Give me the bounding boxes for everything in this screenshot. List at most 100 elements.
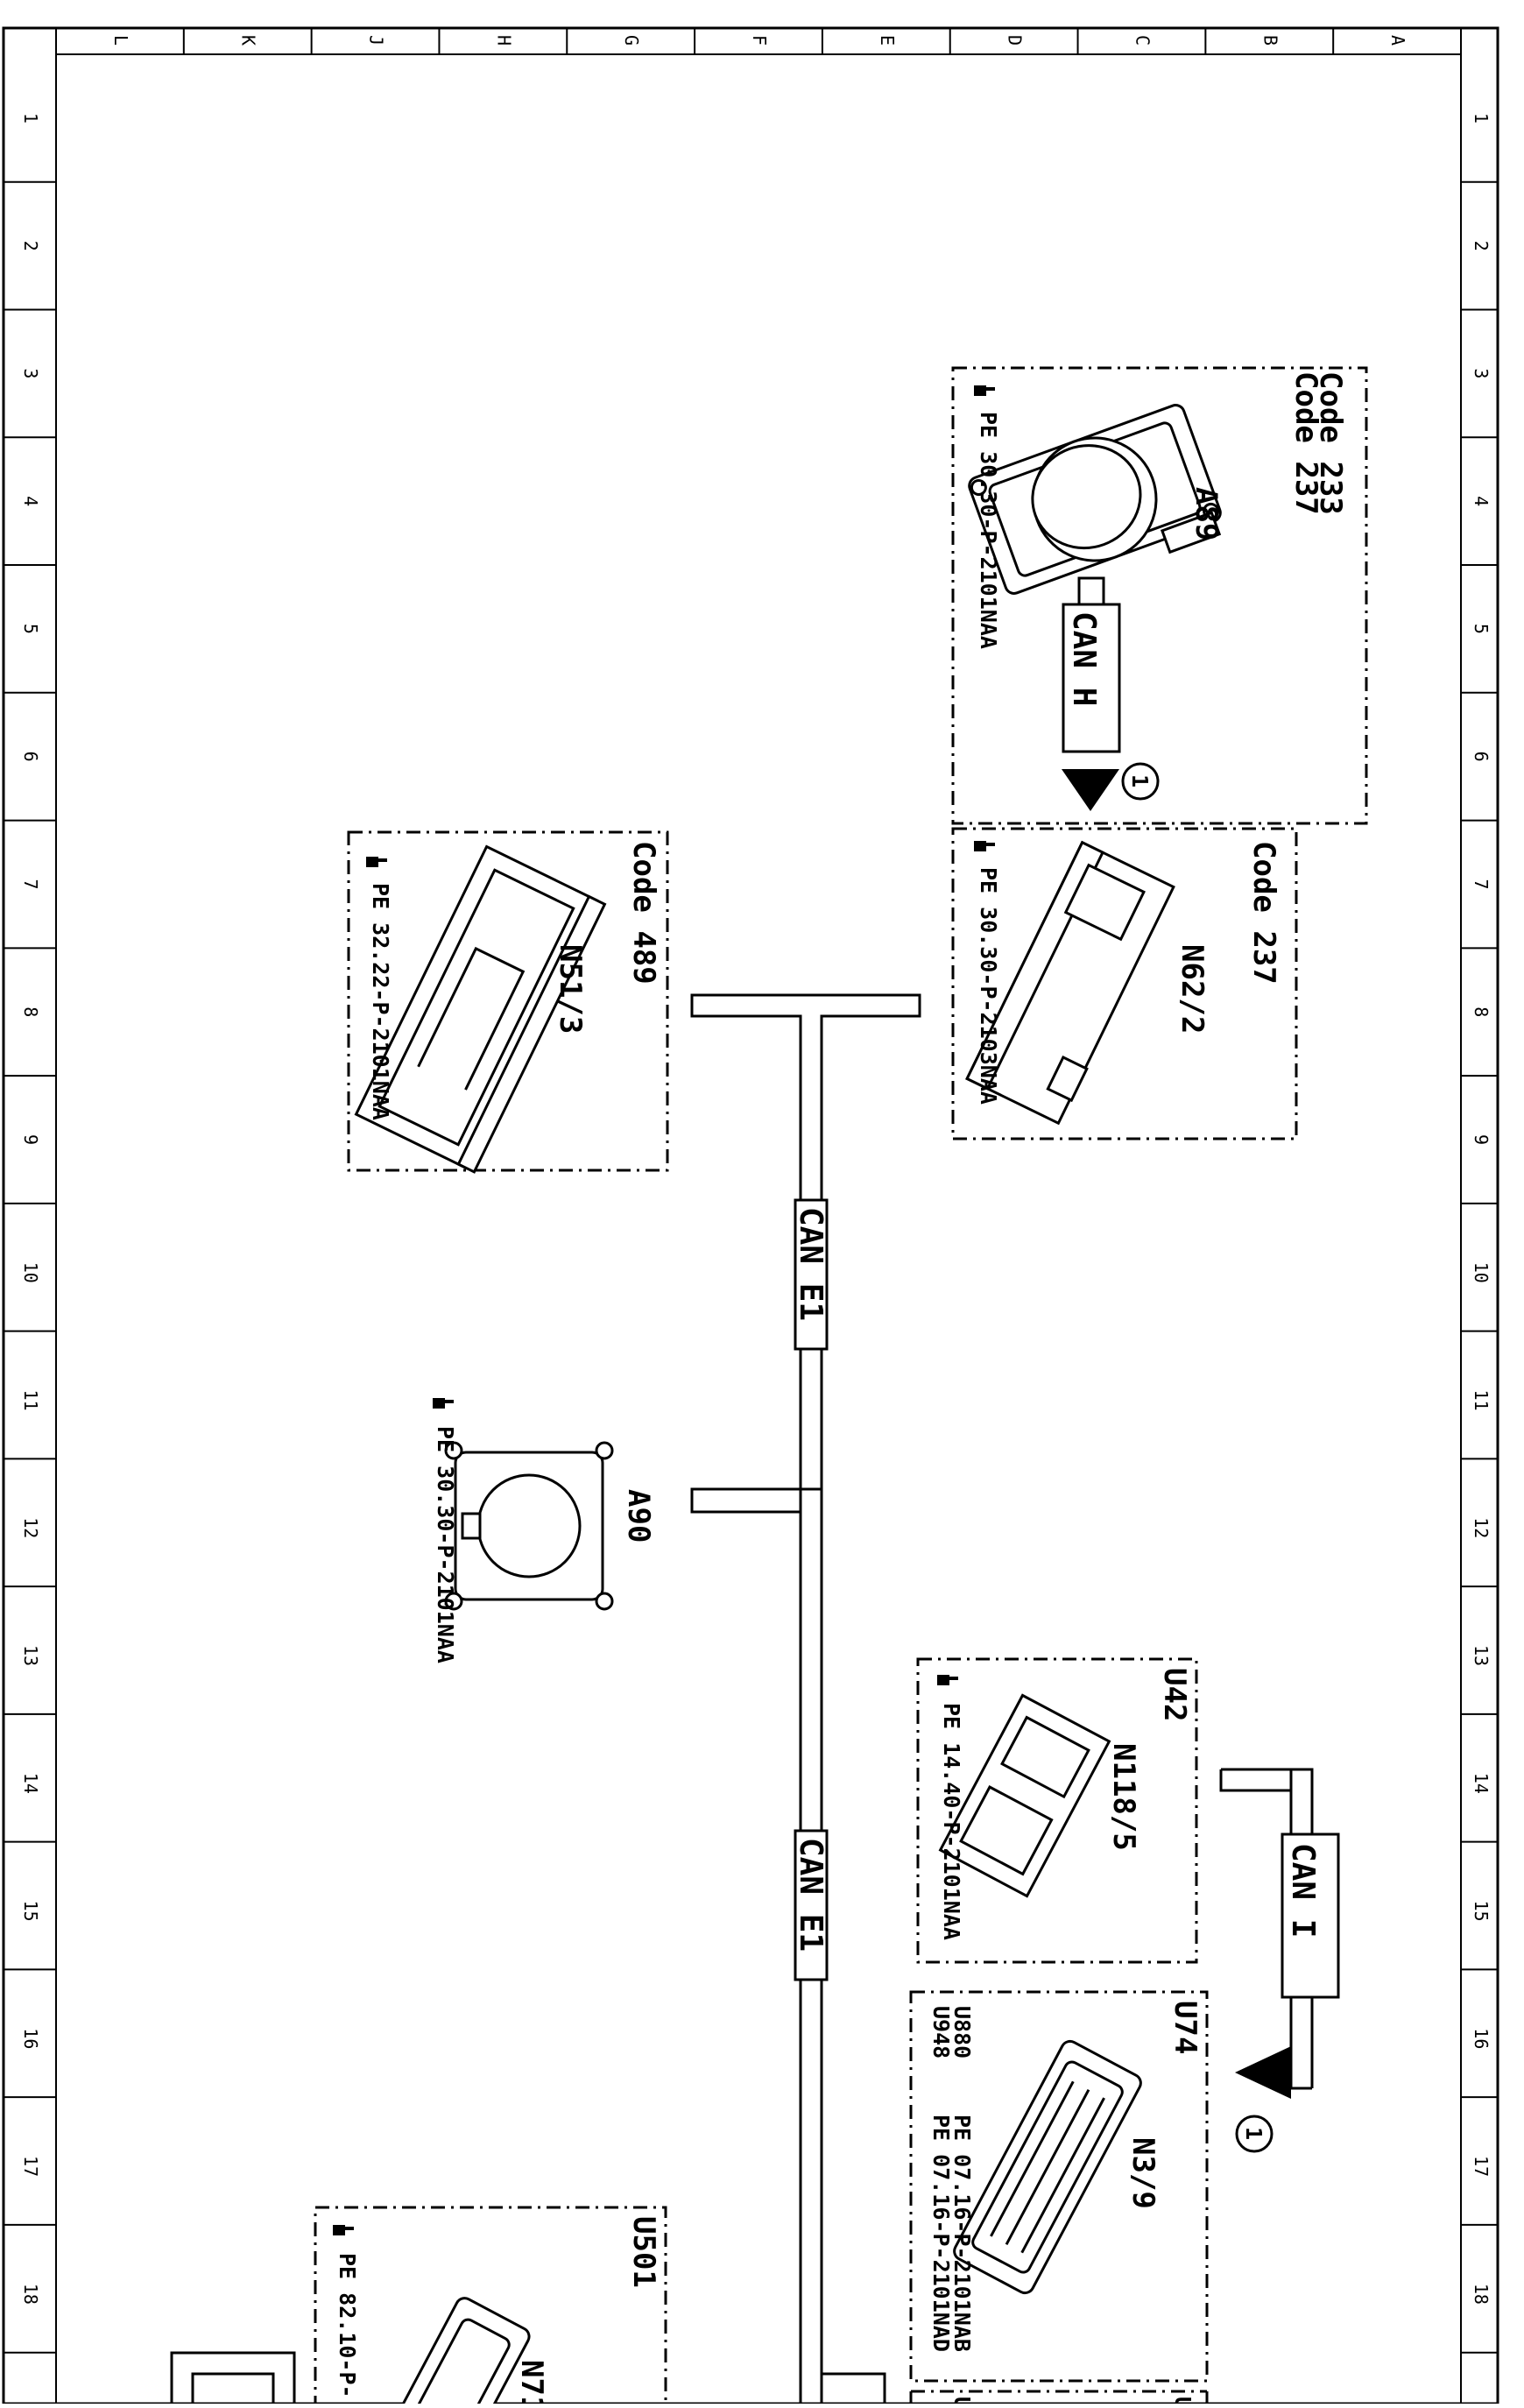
n39-label: N3/9 — [1125, 2137, 1161, 2209]
row-number: 4 — [20, 496, 41, 506]
row-number: 12 — [20, 1517, 41, 1538]
column-letter: H — [493, 35, 514, 46]
control-unit-n39-drawing — [953, 2039, 1142, 2295]
n51-label: N51/3 — [553, 944, 588, 1034]
marker-1-text: 1 — [1127, 774, 1153, 787]
a89-ref-text: PE 30.30-P-2101NAA — [976, 412, 1001, 649]
code-489-label: Code 489 — [626, 841, 661, 985]
row-number: 8 — [20, 1006, 41, 1017]
row-number: 11 — [1471, 1389, 1492, 1410]
row-number: 10 — [20, 1262, 41, 1283]
partial-wiring-left — [170, 2351, 296, 2404]
u948-label: U948 — [928, 2006, 954, 2058]
control-unit-n118-drawing — [938, 1693, 1111, 1898]
column-letter: E — [877, 35, 898, 46]
row-number: 7 — [20, 879, 41, 889]
can-e1-bus-label-box-top — [794, 1198, 829, 1351]
column-letter: K — [238, 35, 259, 46]
code-237-label: Code 237 — [1288, 371, 1323, 515]
row-number: 3 — [1471, 368, 1492, 378]
marker-circle-2 — [1235, 2115, 1274, 2153]
row-number: 6 — [1471, 752, 1492, 762]
n39-ref2-text: PE 07.16-P-2101NAD — [928, 2115, 954, 2352]
pointer-icon — [433, 1398, 454, 1409]
row-number: 17 — [1471, 2156, 1492, 2177]
row-number: 5 — [1471, 624, 1492, 634]
component-box-n39 — [909, 1990, 1209, 2383]
marker-circle-1 — [1121, 762, 1160, 801]
n71-ref-text: PE 82.10-P- — [335, 2253, 360, 2398]
row-number: 10 — [1471, 1262, 1492, 1283]
row-number: 13 — [1471, 1645, 1492, 1666]
can-e1-bus-label-box-bottom — [794, 1829, 829, 1981]
can-i-wire-top — [1219, 1768, 1314, 1834]
cutoff-code-1: U1 — [949, 2397, 975, 2404]
a89-label: A89 — [1189, 487, 1224, 540]
row-number: 15 — [1471, 1901, 1492, 1922]
row-number: 15 — [20, 1901, 41, 1922]
component-box-n62 — [951, 827, 1298, 1140]
row-number: 7 — [1471, 879, 1492, 889]
row-number: 12 — [1471, 1517, 1492, 1538]
code-237-n62-label: Code 237 — [1246, 841, 1281, 985]
row-number: 14 — [20, 1773, 41, 1794]
pointer-icon — [333, 2225, 354, 2235]
component-box-cutoff — [909, 2390, 1209, 2404]
can-e1-bus-label-top: CAN E1 — [793, 1207, 829, 1321]
column-letter: D — [1005, 35, 1026, 46]
can-i-wire-bottom — [1289, 1997, 1314, 2090]
row-number: 9 — [1471, 1134, 1492, 1145]
row-number: 9 — [20, 1134, 41, 1145]
row-number: 18 — [20, 2284, 41, 2305]
component-box-n71 — [314, 2206, 667, 2408]
row-number: 13 — [20, 1645, 41, 1666]
component-box-n118 — [916, 1657, 1198, 1964]
u74-label: U74 — [1168, 2001, 1203, 2054]
cutoff-code-2: U7 — [1170, 2397, 1196, 2404]
arrow-left-icon — [1235, 2046, 1291, 2099]
column-letter: C — [1132, 35, 1153, 46]
n71-label: N71/1 — [514, 2360, 549, 2404]
u880-label: U880 — [949, 2006, 975, 2058]
row-number: 1 — [20, 113, 41, 124]
row-number: 2 — [20, 241, 41, 251]
can-e1-branches — [690, 993, 921, 1514]
can-e1-bus-label-bottom: CAN E1 — [793, 1838, 829, 1952]
outer-frame — [2, 26, 1499, 2405]
can-h-bus-label-box — [1062, 603, 1121, 753]
row-number: 6 — [20, 752, 41, 762]
u501-label: U501 — [626, 2216, 661, 2288]
control-unit-n51-drawing — [354, 844, 607, 1174]
arrow-down-icon — [1062, 769, 1119, 811]
n62-ref-text: PE 30.30-P-2103NAA — [976, 867, 1001, 1105]
row-number: 16 — [1471, 2028, 1492, 2049]
row-number: 4 — [1471, 496, 1492, 506]
n118-label: N118/5 — [1106, 1743, 1141, 1851]
column-letter: L — [110, 35, 131, 46]
control-unit-n71-drawing — [380, 2297, 531, 2408]
a90-label: A90 — [621, 1489, 656, 1543]
marker-2-text: 1 — [1241, 2127, 1266, 2140]
column-letter: B — [1259, 35, 1281, 46]
n39-ref1-text: PE 07.16-P-2101NAB — [949, 2115, 975, 2352]
control-unit-n62-drawing — [965, 840, 1175, 1126]
row-number: 1 — [1471, 113, 1492, 124]
column-letter: F — [749, 35, 770, 46]
radar-sensor-a89-drawing — [968, 404, 1222, 595]
n51-ref-text: PE 32.22-P-2101NAA — [368, 883, 393, 1120]
row-number: 16 — [20, 2028, 41, 2049]
row-number: 14 — [1471, 1773, 1492, 1794]
row-number: 17 — [20, 2156, 41, 2177]
n62-label: N62/2 — [1175, 944, 1210, 1034]
u42-label: U42 — [1157, 1668, 1192, 1721]
row-number: 11 — [20, 1389, 41, 1410]
component-box-n51 — [347, 830, 669, 1172]
can-i-bus-label: CAN I — [1285, 1843, 1321, 1938]
camera-a90-drawing — [444, 1441, 614, 1611]
row-number: 3 — [20, 368, 41, 378]
pointer-icon — [974, 841, 995, 851]
can-i-bus-label-box — [1281, 1832, 1340, 1999]
